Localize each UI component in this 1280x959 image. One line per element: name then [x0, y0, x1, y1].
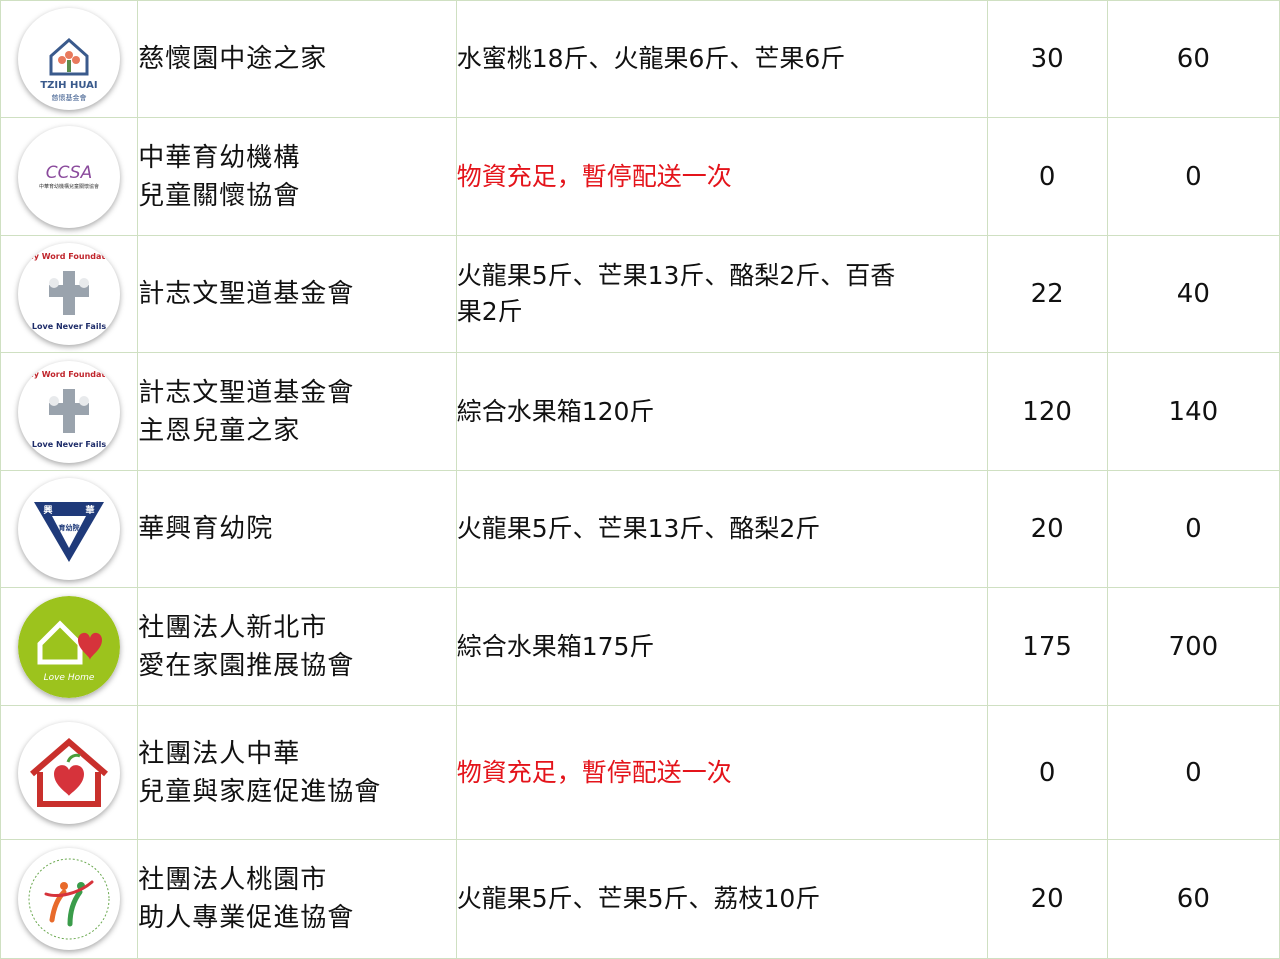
- quantity-2: 60: [1106, 839, 1280, 959]
- donated-items-line: 物資充足，暫停配送一次: [456, 161, 732, 191]
- quantity-1: 120: [986, 352, 1108, 471]
- organization-name: 社團法人新北市愛在家園推展協會: [137, 587, 457, 706]
- quantity-2: 0: [1106, 705, 1280, 840]
- quantity-2: 0: [1106, 470, 1280, 588]
- svg-text:興: 興: [44, 505, 53, 516]
- organization-name-line: 兒童關懷協會: [138, 180, 301, 211]
- organization-name-line: 計志文聖道基金會: [138, 279, 355, 309]
- donated-items: 綜合水果箱120斤: [455, 352, 988, 471]
- holy-word-foundation-logo: Holy Word Foundation Love Never Fails: [18, 243, 121, 345]
- svg-text:Love Never Fails: Love Never Fails: [32, 440, 106, 449]
- logo-cell: [0, 705, 139, 840]
- logo-cell: CCSA 中華育幼機構兒童關懷協會: [0, 117, 139, 236]
- organization-name-line: 助人專業促進協會: [138, 903, 355, 933]
- organization-name: 華興育幼院: [137, 470, 457, 588]
- svg-text:慈懷基金會: 慈懷基金會: [52, 93, 87, 102]
- donated-items: 綜合水果箱175斤: [455, 587, 988, 706]
- donated-items: 水蜜桃18斤、火龍果6斤、芒果6斤: [455, 0, 988, 118]
- quantity-2: 140: [1106, 352, 1280, 471]
- quantity-1: 30: [986, 0, 1108, 118]
- organization-name: 社團法人桃園市助人專業促進協會: [137, 839, 457, 959]
- donated-items: 火龍果5斤、芒果5斤、荔枝10斤: [455, 839, 988, 959]
- organization-name: 社團法人中華兒童與家庭促進協會: [137, 705, 457, 840]
- quantity-1: 20: [986, 470, 1108, 588]
- svg-text:育幼院: 育幼院: [59, 523, 80, 532]
- supply-status-notice: 物資充足，暫停配送一次: [455, 705, 988, 840]
- love-home-heart-icon: Love Home: [18, 595, 121, 698]
- donated-items-line: 綜合水果箱120斤: [456, 396, 655, 426]
- donated-items-line: 火龍果5斤、芒果13斤、酪梨2斤、百香: [456, 261, 896, 290]
- helping-professions-logo: [18, 848, 121, 950]
- svg-text:TZIH HUAI: TZIH HUAI: [40, 80, 97, 91]
- quantity-2: 60: [1106, 0, 1280, 118]
- logo-cell: Holy Word Foundation Love Never Fails: [0, 352, 139, 471]
- donated-items-line: 物資充足，暫停配送一次: [456, 757, 732, 787]
- love-home-heart-logo: Love Home: [18, 595, 121, 698]
- helping-professions-icon: [28, 858, 110, 940]
- donated-items-line: 火龍果5斤、芒果13斤、酪梨2斤: [456, 514, 821, 543]
- quantity-2: 0: [1106, 117, 1280, 236]
- quantity-1: 175: [986, 587, 1108, 706]
- donated-items-line: 水蜜桃18斤、火龍果6斤、芒果6斤: [456, 44, 846, 73]
- svg-text:Holy Word Foundation: Holy Word Foundation: [19, 252, 120, 261]
- donated-items: 火龍果5斤、芒果13斤、酪梨2斤: [455, 470, 988, 588]
- tzih-huai-house-icon: TZIH HUAI 慈懷基金會: [40, 37, 98, 102]
- organization-name-line: 社團法人新北市: [138, 612, 328, 643]
- house-heart-logo: [18, 721, 121, 824]
- organization-name-line: 兒童與家庭促進協會: [138, 776, 382, 807]
- quantity-2: 700: [1106, 587, 1280, 706]
- organization-name: 慈懷園中途之家: [137, 0, 457, 118]
- organization-name-line: 社團法人中華: [138, 738, 301, 769]
- organization-name: 計志文聖道基金會主恩兒童之家: [137, 352, 457, 471]
- tzih-huai-house-logo: TZIH HUAI 慈懷基金會: [18, 8, 121, 110]
- donated-items: 火龍果5斤、芒果13斤、酪梨2斤、百香果2斤: [455, 235, 988, 353]
- table-row: TZIH HUAI 慈懷基金會 慈懷園中途之家 水蜜桃18斤、火龍果6斤、芒果6斤…: [0, 0, 1280, 118]
- organization-name-line: 社團法人桃園市: [138, 865, 328, 895]
- cosa-icon: CCSA 中華育幼機構兒童關懷協會: [39, 163, 99, 190]
- holy-word-foundation-icon: Holy Word Foundation Love Never Fails: [19, 370, 120, 449]
- donated-items-line: 果2斤: [456, 297, 523, 326]
- table-row: Holy Word Foundation Love Never Fails 計志…: [0, 235, 1280, 353]
- logo-cell: 興 華 育幼院: [0, 470, 139, 588]
- svg-text:Love Home: Love Home: [44, 673, 95, 683]
- house-heart-icon: [30, 737, 109, 807]
- organization-name-line: 計志文聖道基金會: [138, 377, 355, 408]
- quantity-1: 22: [986, 235, 1108, 353]
- svg-text:華: 華: [86, 504, 95, 516]
- quantity-1: 0: [986, 705, 1108, 840]
- holy-word-foundation-logo: Holy Word Foundation Love Never Fails: [18, 360, 121, 463]
- organization-name: 計志文聖道基金會: [137, 235, 457, 353]
- svg-text:中華育幼機構兒童關懷協會: 中華育幼機構兒童關懷協會: [39, 183, 99, 190]
- table-row: Holy Word Foundation Love Never Fails 計志…: [0, 352, 1280, 471]
- organization-name-line: 華興育幼院: [138, 514, 274, 544]
- holy-word-foundation-icon: Holy Word Foundation Love Never Fails: [19, 252, 120, 331]
- logo-cell: Love Home: [0, 587, 139, 706]
- organization-name-line: 慈懷園中途之家: [138, 44, 328, 74]
- svg-text:CCSA: CCSA: [46, 163, 92, 183]
- table-row: CCSA 中華育幼機構兒童關懷協會 中華育幼機構兒童關懷協會物資充足，暫停配送一…: [0, 117, 1280, 236]
- logo-cell: [0, 839, 139, 959]
- quantity-1: 20: [986, 839, 1108, 959]
- quantity-1: 0: [986, 117, 1108, 236]
- quantity-2: 40: [1106, 235, 1280, 353]
- hua-hsing-shield-icon: 興 華 育幼院: [34, 502, 105, 562]
- logo-cell: Holy Word Foundation Love Never Fails: [0, 235, 139, 353]
- organization-name-line: 中華育幼機構: [138, 142, 301, 173]
- svg-text:Love Never Fails: Love Never Fails: [32, 322, 106, 331]
- donated-items-line: 火龍果5斤、芒果5斤、荔枝10斤: [456, 884, 821, 913]
- supply-status-notice: 物資充足，暫停配送一次: [455, 117, 988, 236]
- logo-cell: TZIH HUAI 慈懷基金會: [0, 0, 139, 118]
- donated-items-line: 綜合水果箱175斤: [456, 631, 655, 661]
- cosa-logo: CCSA 中華育幼機構兒童關懷協會: [18, 125, 121, 228]
- organization-name-line: 主恩兒童之家: [138, 415, 301, 446]
- organization-name-line: 愛在家園推展協會: [138, 650, 355, 681]
- hua-hsing-shield-logo: 興 華 育幼院: [18, 478, 121, 580]
- svg-text:Holy Word Foundation: Holy Word Foundation: [19, 370, 120, 379]
- organization-name: 中華育幼機構兒童關懷協會: [137, 117, 457, 236]
